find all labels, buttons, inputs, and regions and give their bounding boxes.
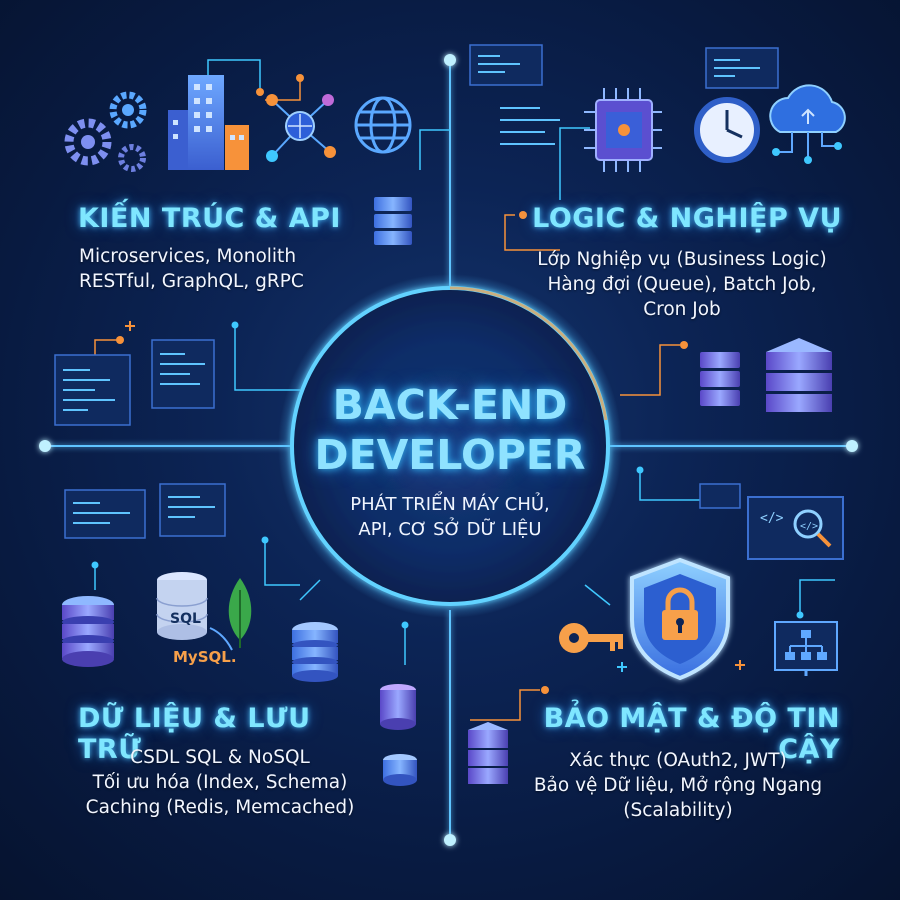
key-icon bbox=[559, 623, 623, 653]
circuit-dots bbox=[116, 74, 688, 694]
architecture-line: Microservices, Monolith bbox=[79, 246, 297, 267]
shield-lock-icon bbox=[630, 557, 730, 681]
hub-accent-arc bbox=[449, 286, 608, 421]
clock-icon bbox=[694, 97, 760, 163]
code-window-icon bbox=[469, 44, 779, 145]
logic-lines: Lớp Nghiệp vụ (Business Logic) Hàng đợi … bbox=[522, 247, 842, 322]
gears-icon bbox=[64, 91, 147, 172]
globe-icon bbox=[354, 96, 412, 154]
data-lines: CSDL SQL & NoSQL Tối ưu hóa (Index, Sche… bbox=[70, 745, 370, 820]
security-lines: Xác thực (OAuth2, JWT) Bảo vệ Dữ liệu, M… bbox=[518, 748, 838, 823]
logic-title: LOGIC & NGHIỆP VỤ bbox=[532, 203, 842, 234]
data-line: CSDL SQL & NoSQL bbox=[130, 747, 310, 768]
server-racks-icon bbox=[700, 338, 832, 412]
code-panel-left-icon bbox=[54, 339, 226, 539]
hub-title-line: BACK-END bbox=[332, 381, 568, 429]
data-line: Tối ưu hóa (Index, Schema) bbox=[92, 772, 348, 793]
cloud-network-icon bbox=[769, 84, 846, 164]
architecture-title: KIẾN TRÚC & API bbox=[78, 203, 341, 234]
cpu-chip-icon bbox=[584, 88, 662, 172]
data-title: DỮ LIỆU & LƯU TRỮ bbox=[78, 703, 311, 765]
security-title: BẢO MẬT & ĐỘ TIN CẬY bbox=[543, 703, 840, 765]
server-stack-icon bbox=[374, 197, 412, 245]
hub-subtitle-line: PHÁT TRIỂN MÁY CHỦ, bbox=[350, 494, 550, 515]
security-line: (Scalability) bbox=[623, 800, 733, 821]
hub-title-line: DEVELOPER bbox=[314, 431, 586, 479]
mysql-logo-icon: MySQL. bbox=[173, 627, 237, 666]
plus-marks bbox=[125, 321, 745, 672]
logic-line: Cron Job bbox=[643, 299, 721, 320]
mysql-label: MySQL. bbox=[173, 648, 237, 666]
code-search-icon: </> </> bbox=[699, 483, 844, 560]
data-line: Caching (Redis, Memcached) bbox=[85, 797, 355, 818]
mongodb-leaf-icon bbox=[228, 578, 252, 648]
small-database-icon bbox=[380, 684, 417, 786]
sitemap-icon bbox=[774, 621, 838, 676]
svg-text:</>: </> bbox=[760, 511, 784, 526]
sql-database-icon: SQL bbox=[156, 572, 208, 640]
redis-db-icon bbox=[292, 622, 338, 682]
network-icon bbox=[266, 94, 336, 162]
security-line: Bảo vệ Dữ liệu, Mở rộng Ngang bbox=[533, 775, 823, 796]
security-line: Xác thực (OAuth2, JWT) bbox=[569, 750, 787, 771]
logic-line: Hàng đợi (Queue), Batch Job, bbox=[547, 274, 817, 295]
architecture-lines: Microservices, Monolith RESTful, GraphQL… bbox=[79, 244, 379, 294]
hub-subtitle: PHÁT TRIỂN MÁY CHỦ, API, CƠ SỞ DỮ LIỆU bbox=[270, 492, 630, 542]
server-box-icon bbox=[468, 722, 508, 784]
buildings-icon bbox=[168, 75, 249, 170]
database-icon bbox=[62, 596, 114, 667]
hub-title: BACK-END DEVELOPER bbox=[250, 380, 650, 480]
axis-nodes bbox=[39, 54, 858, 846]
architecture-line: RESTful, GraphQL, gRPC bbox=[79, 271, 304, 292]
hub-subtitle-line: API, CƠ SỞ DỮ LIỆU bbox=[358, 519, 542, 540]
logic-line: Lớp Nghiệp vụ (Business Logic) bbox=[537, 249, 827, 270]
svg-text:</>: </> bbox=[800, 521, 818, 532]
sql-label: SQL bbox=[170, 611, 201, 627]
axis-lines bbox=[45, 60, 852, 840]
